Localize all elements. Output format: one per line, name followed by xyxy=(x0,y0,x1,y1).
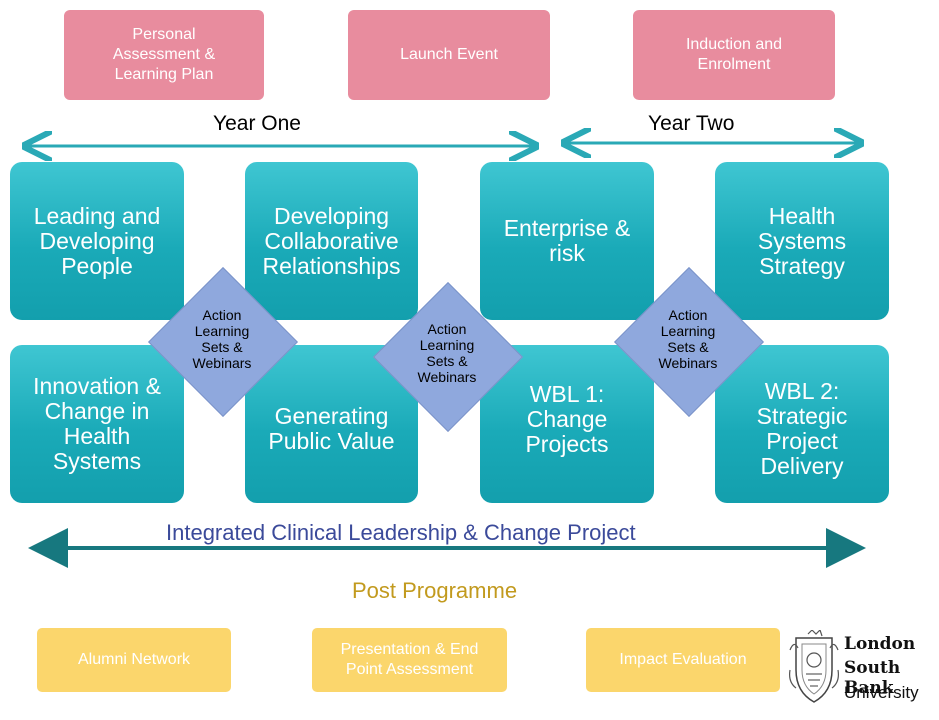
presentation-end-point-box: Presentation & End Point Assessment xyxy=(312,628,507,692)
logo-line-1: London xyxy=(844,634,916,654)
lsbu-logo: London South Bank University xyxy=(788,628,936,716)
launch-event-box: Launch Event xyxy=(348,10,550,100)
module-label: Developing Collaborative Relationships xyxy=(262,203,401,279)
module-label: Health Systems Strategy xyxy=(757,203,847,279)
module-leading-developing-people: Leading and Developing People xyxy=(10,162,184,320)
impact-evaluation-box: Impact Evaluation xyxy=(586,628,780,692)
induction-enrolment-box: Induction and Enrolment xyxy=(633,10,835,100)
logo-line-3: University xyxy=(844,683,919,702)
module-wbl1-change-projects: WBL 1: Change Projects xyxy=(480,345,654,503)
module-label: Innovation & Change in Health Systems xyxy=(33,373,161,474)
module-innovation-change: Innovation & Change in Health Systems xyxy=(10,345,184,503)
module-enterprise-risk: Enterprise & risk xyxy=(480,162,654,320)
module-label: Generating Public Value xyxy=(268,403,395,454)
module-developing-collaborative-relationships: Developing Collaborative Relationships xyxy=(245,162,418,320)
module-label: WBL 1: Change Projects xyxy=(525,380,609,457)
module-label: Leading and Developing People xyxy=(33,203,161,279)
action-learning-label-2: Action Learning Sets & Webinars xyxy=(417,321,477,385)
action-learning-label-1: Action Learning Sets & Webinars xyxy=(192,307,252,371)
university-crest-icon xyxy=(789,630,839,703)
module-label: Enterprise & risk xyxy=(503,215,631,266)
personal-assessment-box: Personal Assessment & Learning Plan xyxy=(64,10,264,100)
integrated-project-label: Integrated Clinical Leadership & Change … xyxy=(166,520,636,545)
year-two-label: Year Two xyxy=(648,112,735,135)
alumni-network-box: Alumni Network xyxy=(37,628,231,692)
module-health-systems-strategy: Health Systems Strategy xyxy=(715,162,889,320)
post-programme-label: Post Programme xyxy=(352,578,518,603)
logo-line-2: South Bank xyxy=(844,658,901,698)
year-one-label: Year One xyxy=(213,112,301,135)
action-learning-label-3: Action Learning Sets & Webinars xyxy=(658,307,718,371)
module-label: WBL 2: Strategic Project Delivery xyxy=(756,378,848,479)
module-wbl2-strategic-project-delivery: WBL 2: Strategic Project Delivery xyxy=(715,345,889,503)
